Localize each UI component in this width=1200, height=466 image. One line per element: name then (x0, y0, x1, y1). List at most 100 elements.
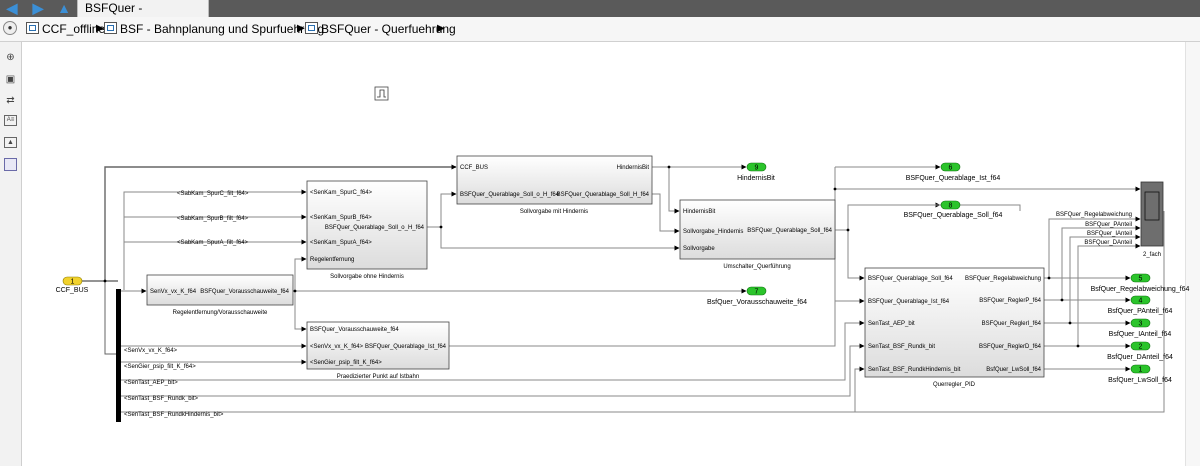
port-label: <SenGier_psip_filt_K_f64> (310, 360, 382, 366)
block-sollvorgabe-ohne-hindernis[interactable]: <SenKam_SpurC_f64> <SenKam_SpurB_f64> <S… (306, 180, 428, 280)
port-label: CCF_BUS (460, 165, 488, 171)
bus-signal-label: <SenGier_psip_filt_K_f64> (124, 364, 196, 370)
port-label: BSFQuer_Regelabweichung (965, 276, 1041, 282)
breadcrumb-label: BSF - Bahnplanung und Spurfuehrung (120, 22, 325, 36)
port-label: Sollvorgabe_Hindernis (683, 229, 743, 235)
block-caption: Praedizierter Punkt auf Istbahn (337, 374, 419, 380)
signal-label: BSFQuer_PAnteil (1085, 222, 1132, 228)
inport-number: 1 (71, 279, 75, 286)
back-arrow-icon[interactable]: ◀ (6, 0, 18, 16)
port-label: BsfQuer_LwSoll_f64 (986, 367, 1041, 373)
pulse-icon[interactable] (374, 86, 389, 101)
outport-number: 2 (1139, 344, 1143, 351)
breadcrumb: ● CCF_offline ▶ BSF - Bahnplanung und Sp… (0, 17, 1200, 42)
port-label: <SenVx_vx_K_f64> (310, 344, 364, 350)
block-caption: Sollvorgabe ohne Hindernis (330, 274, 404, 280)
breadcrumb-item-ccf-offline[interactable]: CCF_offline (26, 21, 105, 37)
outport-panteil[interactable]: 4 BsfQuer_PAnteil_f64 (1108, 295, 1173, 315)
outport-number: 8 (949, 203, 953, 210)
port-label: BSFQuer_ReglerP_f64 (979, 298, 1041, 304)
square-icon[interactable] (4, 158, 17, 171)
port-label: Sollvorgabe (683, 246, 715, 252)
breadcrumb-separator-icon: ▶ (297, 23, 305, 34)
model-browser-toggle-icon[interactable]: ● (3, 21, 17, 35)
vertical-scrollbar[interactable] (1185, 42, 1200, 466)
bus-signal-label: <SenTast_BSF_Rundk_bit> (124, 396, 199, 402)
block-caption: Regelentfernung/Vorausschauweite (173, 310, 268, 316)
scope-2-fach[interactable]: 2_fach (1140, 181, 1164, 258)
outport-label: BsfQuer_LwSoll_f64 (1108, 377, 1172, 384)
port-label: Regelentfernung (310, 257, 354, 263)
bus-selector[interactable] (116, 289, 121, 422)
outport-hindernisbit[interactable]: 9 HindernisBit (737, 162, 775, 182)
port-label: SenVx_vx_K_f64 (150, 289, 197, 295)
outport-querablage-ist[interactable]: 6 BSFQuer_Querablage_Ist_f64 (906, 162, 1001, 182)
port-label: HindernisBit (683, 209, 716, 215)
outport-number: 7 (755, 289, 759, 296)
signal-label: <SabKam_SpurB_filt_f64> (177, 216, 249, 222)
outport-label: BsfQuer_DAnteil_f64 (1107, 354, 1173, 361)
port-label: BSFQuer_Querablage_Soll_H_f64 (557, 192, 650, 198)
up-arrow-icon[interactable]: ▲ (57, 0, 71, 16)
block-sollvorgabe-mit-hindernis[interactable]: CCF_BUS BSFQuer_Querablage_Soll_o_H_f64 … (456, 155, 653, 215)
outport-vorausschauweite[interactable]: 7 BsfQuer_Vorausschauweite_f64 (707, 286, 807, 306)
model-icon (26, 22, 39, 34)
outport-lwsoll[interactable]: 1 BsfQuer_LwSoll_f64 (1108, 364, 1172, 384)
inport-label: CCF_BUS (56, 287, 89, 294)
breadcrumb-dropdown-icon[interactable]: ▶ (437, 23, 445, 34)
bus-signal-label: <SenVx_vx_K_f64> (124, 348, 178, 354)
port-label: BSFQuer_Querablage_Ist_f64 (868, 299, 950, 305)
port-label: BSFQuer_ReglerI_f64 (982, 321, 1042, 327)
port-label: BSFQuer_Querablage_Soll_o_H_f64 (325, 225, 425, 231)
signal-label: BSFQuer_Regelabweichung (1056, 212, 1132, 218)
block-umschalter[interactable]: HindernisBit Sollvorgabe_Hindernis Sollv… (679, 199, 836, 270)
port-label: BSFQuer_ReglerD_f64 (979, 344, 1042, 350)
outport-danteil[interactable]: 2 BsfQuer_DAnteil_f64 (1107, 341, 1173, 361)
outport-label: BsfQuer_Vorausschauweite_f64 (707, 299, 807, 306)
port-label: <SenKam_SpurC_f64> (310, 190, 373, 196)
outport-number: 5 (1139, 276, 1143, 283)
outport-ianteil[interactable]: 3 BsfQuer_IAnteil_f64 (1109, 318, 1172, 338)
breadcrumb-separator-icon: ▶ (96, 23, 104, 34)
inport-ccf-bus[interactable]: 1 CCF_BUS (56, 276, 89, 294)
block-regelentfernung[interactable]: SenVx_vx_K_f64 BSFQuer_Vorausschauweite_… (146, 274, 294, 316)
text-icon[interactable]: A≡ (4, 115, 17, 126)
fit-view-icon[interactable]: ▣ (5, 74, 16, 85)
subsystem-icon (305, 22, 318, 34)
port-label: BSFQuer_Querablage_Soll_f64 (747, 228, 832, 234)
image-icon[interactable]: ▲ (4, 137, 17, 148)
subsystem-icon (104, 22, 117, 34)
port-label: BSFQuer_Vorausschauweite_f64 (200, 289, 289, 295)
signal-label: <SabKam_SpurA_filt_f64> (177, 240, 249, 246)
port-label: HindernisBit (617, 165, 650, 171)
port-label: SenTast_BSF_Rundk_bit (868, 344, 935, 350)
outport-label: BsfQuer_PAnteil_f64 (1108, 308, 1173, 315)
breadcrumb-item-bsf[interactable]: BSF - Bahnplanung und Spurfuehrung (104, 21, 324, 37)
outport-number: 6 (949, 165, 953, 172)
bus-signal-label: <SenTast_BSF_RundkHindernis_bit> (124, 412, 224, 418)
signal-label: <SabKam_SpurC_filt_f64> (177, 191, 249, 197)
block-caption: Sollvorgabe mit Hindernis (520, 209, 588, 215)
block-caption: Querregler_PID (933, 382, 976, 388)
block-querregler-pid[interactable]: BSFQuer_Querablage_Soll_f64 BSFQuer_Quer… (864, 267, 1045, 388)
port-label: <SenKam_SpurA_f64> (310, 240, 372, 246)
signal-label: BSFQuer_DAnteil (1084, 240, 1132, 246)
forward-arrow-icon[interactable]: ▶ (32, 0, 44, 16)
outport-label: BsfQuer_IAnteil_f64 (1109, 331, 1172, 338)
zoom-in-icon[interactable]: ⊕ (6, 52, 15, 63)
breadcrumb-item-bsfquer[interactable]: BSFQuer - Querfuehrung (305, 21, 456, 37)
outport-number: 4 (1139, 298, 1143, 305)
breadcrumb-label: BSFQuer - Querfuehrung (321, 22, 456, 36)
arrows-icon[interactable]: ⇄ (6, 95, 15, 106)
outport-number: 9 (755, 165, 759, 172)
port-label: BSFQuer_Querablage_Soll_o_H_f64 (460, 192, 560, 198)
tool-palette: ⊕ ▣ ⇄ A≡ ▲ (0, 42, 22, 466)
outport-regelabweichung[interactable]: 5 BsfQuer_Regelabweichung_f64 (1091, 273, 1190, 293)
block-praedizierter-punkt[interactable]: BSFQuer_Vorausschauweite_f64 <SenVx_vx_K… (306, 321, 450, 380)
breadcrumb-label: CCF_offline (42, 22, 106, 36)
bus-signal-label: <SenTast_AEP_bit> (124, 380, 178, 386)
outport-querablage-soll[interactable]: 8 BSFQuer_Querablage_Soll_f64 (904, 200, 1003, 219)
title-bar: ◀ ▶ ▲ BSFQuer - Querfuehrung (0, 0, 1200, 32)
outport-label: BSFQuer_Querablage_Soll_f64 (904, 212, 1003, 219)
outport-label: HindernisBit (737, 175, 775, 182)
